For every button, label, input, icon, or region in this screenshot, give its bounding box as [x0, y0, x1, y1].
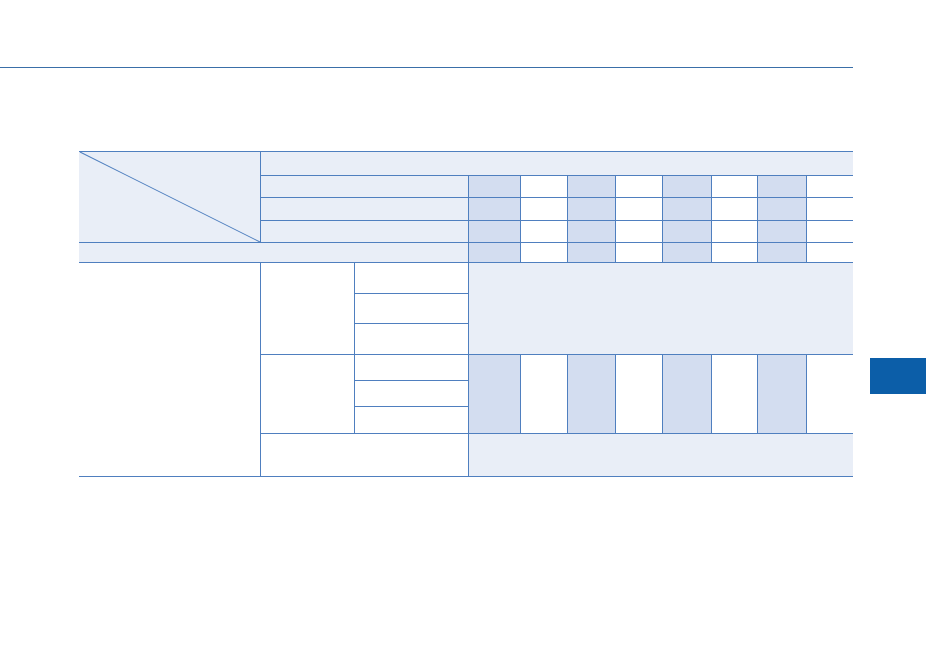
header-rule	[0, 67, 853, 68]
subgroup-a-cell	[260, 262, 354, 354]
subgroup-b-items	[354, 354, 468, 433]
group-label-cell	[79, 262, 260, 477]
chapter-tab[interactable]	[870, 358, 926, 394]
shaded-col-4-top	[757, 175, 806, 262]
white-col-2-top	[615, 175, 662, 262]
shaded-col-4-body	[757, 354, 806, 433]
table-lines	[79, 151, 853, 477]
shaded-col-2-body	[567, 354, 615, 433]
white-col-2-body	[615, 354, 662, 433]
white-col-1-top	[520, 175, 567, 262]
shaded-col-1-top	[468, 175, 520, 262]
white-col-3-top	[711, 175, 757, 262]
white-col-4-top	[806, 175, 853, 262]
white-col-4-body	[806, 354, 853, 433]
corner-diagonal	[79, 151, 261, 243]
white-col-1-body	[520, 354, 567, 433]
subgroup-a-items	[354, 262, 468, 354]
table-fills	[79, 151, 853, 477]
footer-label-cell	[260, 433, 468, 477]
shaded-col-3-body	[662, 354, 711, 433]
shaded-col-3-top	[662, 175, 711, 262]
white-col-3-body	[711, 354, 757, 433]
shaded-col-2-top	[567, 175, 615, 262]
shaded-col-1-body	[468, 354, 520, 433]
subgroup-b-cell	[260, 354, 354, 433]
